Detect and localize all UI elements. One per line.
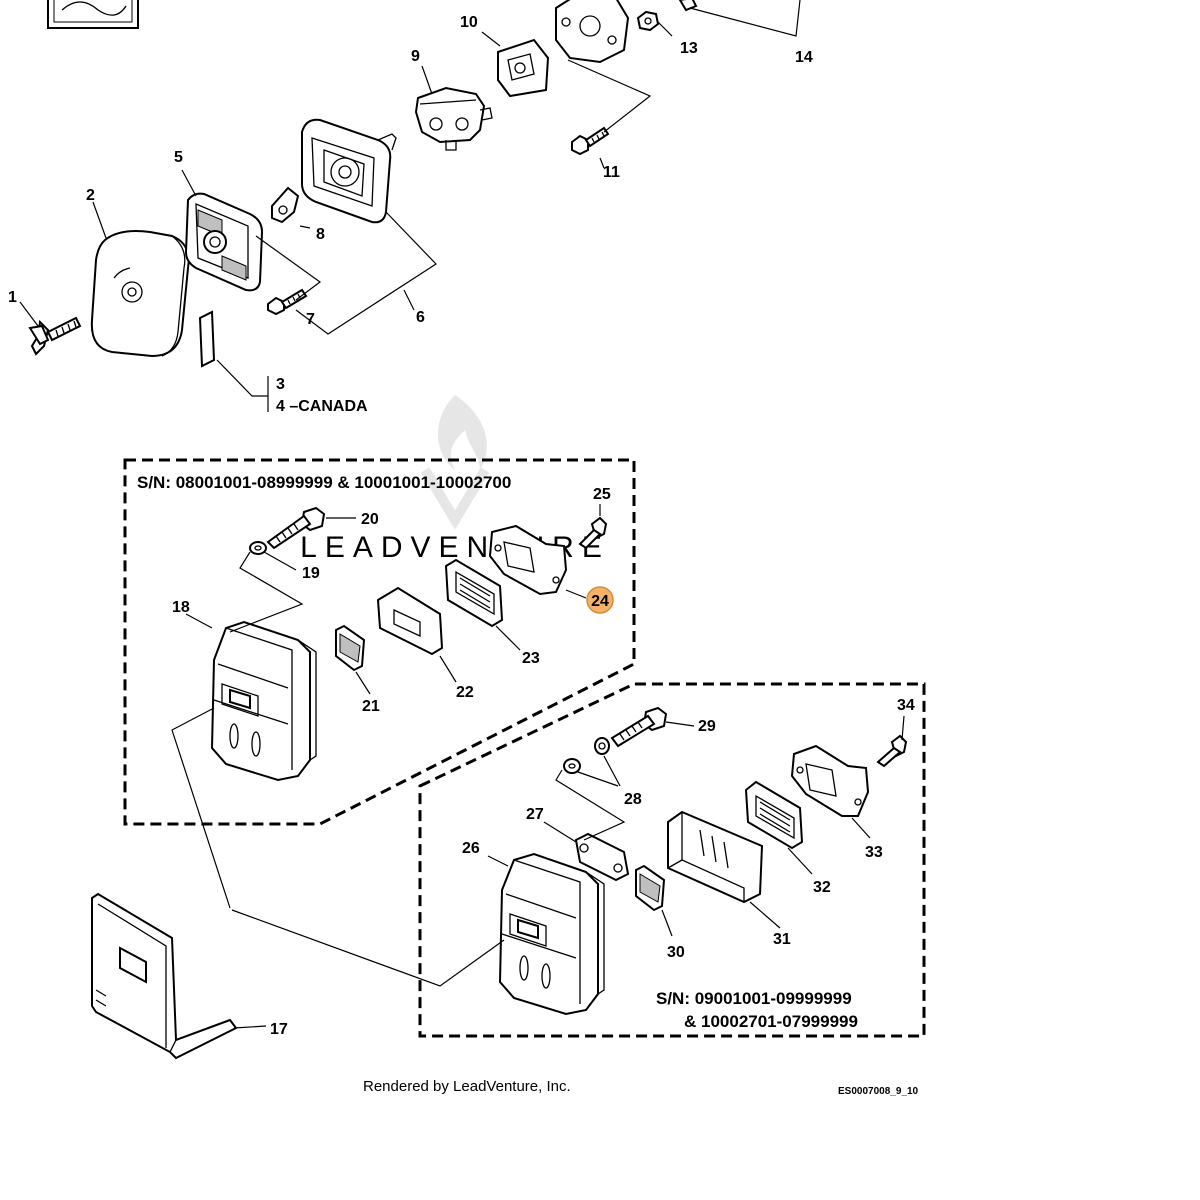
callout-24: 24: [591, 593, 609, 610]
intake-manifold: [555, 0, 630, 64]
part-25-bolt: [578, 516, 608, 550]
callout-18: 18: [172, 599, 190, 616]
part-29-bolt: [610, 706, 668, 748]
part-6-filter-base: [301, 118, 397, 224]
part-13-nut: [636, 10, 660, 32]
callout-3: 3: [276, 376, 285, 393]
callout-33: 33: [865, 844, 883, 861]
part-8-bracket: [271, 186, 300, 224]
part-34-bolt: [876, 734, 908, 768]
part-20-bolt: [266, 506, 326, 550]
part-27-plate: [574, 832, 630, 882]
part-10-gasket: [497, 38, 550, 98]
callout-22: 22: [456, 684, 474, 701]
part-7-screw: [267, 288, 308, 316]
serial-box-1-label: S/N: 08001001-08999999 & 10001001-100027…: [137, 473, 511, 492]
callout-5: 5: [174, 149, 183, 166]
callout-6: 6: [416, 309, 425, 326]
part-22-gasket: [376, 586, 444, 656]
serial-box-1-border: [123, 458, 636, 826]
callout-1: 1: [8, 289, 17, 306]
highlight-circle: [586, 586, 614, 614]
part-5-filter-element: [184, 192, 264, 292]
part-31-heat-shield: [667, 810, 764, 904]
callout-labels: 1 2 3 4 –CANADA 5 6 7 8 9 10 11 13 14 17…: [8, 14, 915, 1038]
part-11-bolt: [571, 126, 610, 156]
part-2-filter-cover: [90, 230, 190, 358]
callout-23: 23: [522, 650, 540, 667]
callout-32: 32: [813, 879, 831, 896]
callout-11: 11: [603, 164, 620, 181]
part-30-screen: [635, 864, 666, 912]
callout-27: 27: [526, 806, 544, 823]
callout-13: 13: [680, 40, 698, 57]
part-23-plate: [444, 558, 504, 628]
diagram-code: ES0007008_9_10: [838, 1086, 919, 1097]
part-18-muffler: [210, 620, 317, 782]
part-9-carburetor: [414, 86, 493, 151]
part-21-screen: [335, 624, 366, 672]
part-1-wing-bolt: [28, 316, 82, 356]
footer-credit: Rendered by LeadVenture, Inc.: [363, 1078, 571, 1095]
callout-14: 14: [795, 49, 813, 66]
serial-box-2-line2: & 10002701-07999999: [684, 1012, 858, 1031]
leader-17: [233, 1025, 267, 1029]
callout-30: 30: [667, 944, 685, 961]
callout-25: 25: [593, 486, 611, 503]
part-24-gasket: [488, 524, 568, 596]
box1-leader-lines: [171, 504, 601, 909]
callout-20: 20: [361, 511, 379, 528]
part-33-gasket: [790, 744, 870, 817]
callout-31: 31: [773, 931, 791, 948]
watermark-chevron-icon: [420, 467, 490, 530]
callout-4: 4 –CANADA: [276, 398, 368, 415]
callout-17: 17: [270, 1021, 288, 1038]
part-26-muffler: [498, 852, 605, 1016]
corner-logo-box: [47, 0, 139, 29]
callout-26: 26: [462, 840, 480, 857]
callout-24-highlight: 24: [586, 586, 614, 614]
part-17-bracket-plate: [91, 892, 238, 1060]
callout-29: 29: [698, 718, 716, 735]
part-19-washer: [249, 541, 267, 555]
callout-21: 21: [362, 698, 380, 715]
part-32-plate: [744, 780, 804, 850]
callout-8: 8: [316, 226, 325, 243]
callout-10: 10: [460, 14, 478, 31]
callout-34: 34: [897, 697, 915, 714]
callout-7: 7: [306, 311, 315, 328]
part-3-gasket: [198, 310, 216, 368]
watermark-flame-icon: [438, 395, 487, 470]
callout-28: 28: [624, 791, 642, 808]
part-14-fragment: [678, 0, 698, 12]
part-28-washers: [563, 737, 610, 774]
upper-leader-lines: [19, 0, 801, 412]
box2-leader-lines: [231, 715, 905, 987]
callout-2: 2: [86, 187, 95, 204]
callout-19: 19: [302, 565, 320, 582]
serial-box-2-line1: S/N: 09001001-09999999: [656, 989, 852, 1008]
serial-box-2-border: [418, 682, 926, 1038]
callout-9: 9: [411, 48, 420, 65]
